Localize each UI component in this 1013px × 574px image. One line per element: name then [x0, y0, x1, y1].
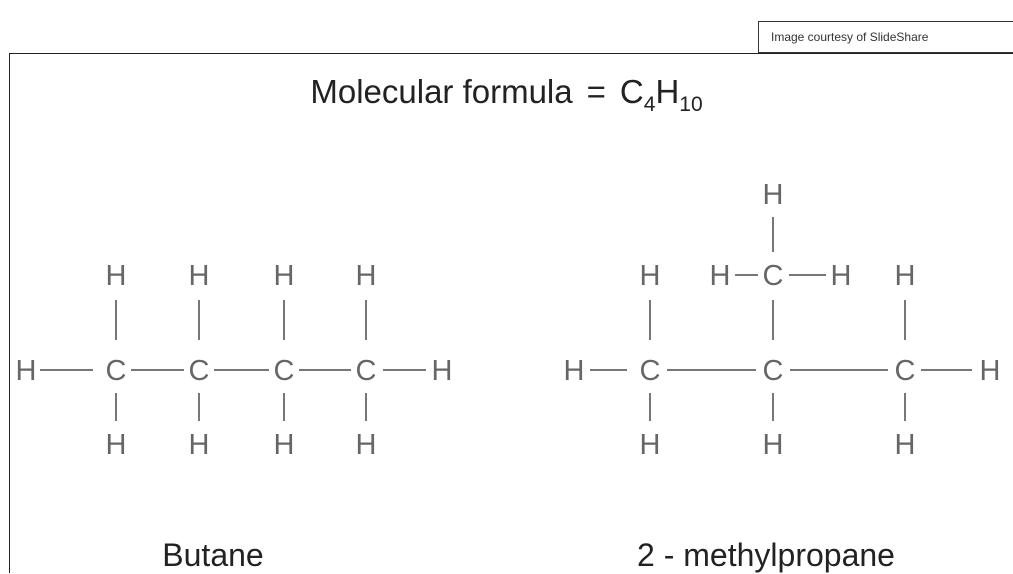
methylpropane-label: 2 - methylpropane [637, 537, 895, 573]
carbon-atom: C [763, 260, 784, 292]
formula-carbon-subscript: 4 [643, 93, 656, 116]
hydrogen-atom: H [980, 355, 1001, 387]
hydrogen-atom: H [895, 260, 916, 292]
hydrogen-atom: H [274, 429, 295, 461]
hydrogen-atom: H [763, 179, 784, 211]
formula-prefix: Molecular formula [310, 73, 573, 110]
hydrogen-atom: H [710, 260, 731, 292]
hydrogen-atom: H [432, 355, 453, 387]
carbon-atom: C [274, 355, 295, 387]
hydrogen-atom: H [189, 429, 210, 461]
hydrogen-atom: H [106, 260, 127, 292]
carbon-atom: C [106, 355, 127, 387]
hydrogen-atom: H [274, 260, 295, 292]
image-credit: Image courtesy of SlideShare [758, 21, 1013, 53]
formula-equals: = [586, 73, 606, 110]
hydrogen-atom: H [106, 429, 127, 461]
hydrogen-atom: H [356, 260, 377, 292]
hydrogen-atom: H [564, 355, 585, 387]
hydrogen-atom: H [763, 429, 784, 461]
hydrogen-atom: H [356, 429, 377, 461]
carbon-atom: C [895, 355, 916, 387]
carbon-atom: C [189, 355, 210, 387]
hydrogen-atom: H [895, 429, 916, 461]
carbon-atom: C [356, 355, 377, 387]
carbon-atom: C [763, 355, 784, 387]
formula-carbon: C [619, 73, 644, 110]
hydrogen-atom: H [189, 260, 210, 292]
molecular-formula-title: Molecular formula = C4H10 [0, 73, 1013, 117]
carbon-atom: C [640, 355, 661, 387]
content-frame [9, 53, 1013, 573]
butane-label: Butane [162, 537, 264, 573]
formula-hydrogen: H [655, 73, 680, 110]
butane-structure: H H C H H C H H C H H C H H [16, 260, 453, 461]
hydrogen-atom: H [640, 260, 661, 292]
formula-hydrogen-subscript: 10 [679, 93, 703, 116]
hydrogen-atom: H [831, 260, 852, 292]
hydrogen-atom: H [16, 355, 37, 387]
hydrogen-atom: H [640, 429, 661, 461]
